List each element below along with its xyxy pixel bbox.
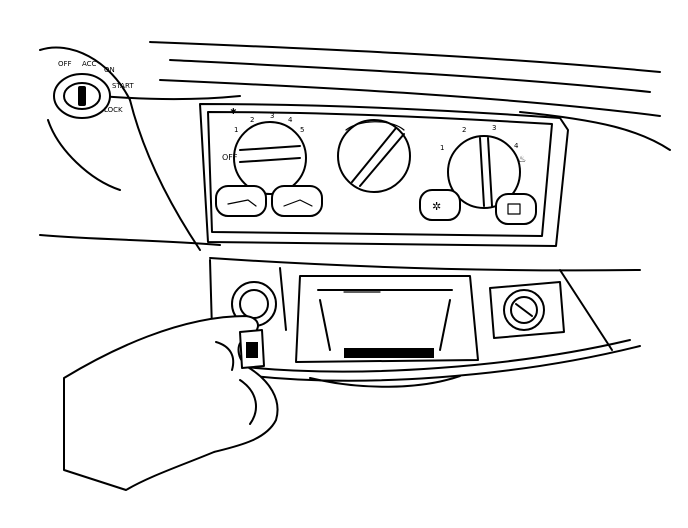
ignition-area: OFF ACC ON START LOCK: [39, 46, 221, 251]
ac-snowflake-icon: ✲: [432, 200, 441, 213]
fan-speed-2: 2: [250, 116, 254, 124]
ignition-label-on: ON: [104, 66, 115, 74]
fan-speed-3: 3: [270, 112, 274, 120]
fan-off-label: OFF: [222, 153, 238, 162]
lower-console: [209, 257, 641, 388]
push-buttons: ✲: [215, 185, 537, 225]
fan-speed-1: 1: [234, 126, 238, 134]
mode-label-1: 1: [440, 144, 444, 152]
hand: [63, 315, 279, 491]
fan-speed-knob[interactable]: ✱ OFF 1 2 3 4 5: [222, 107, 307, 195]
climate-control-panel: ✱ OFF 1 2 3 4 5 1 2 3 4 ♨: [199, 103, 569, 247]
key-slot-icon: [78, 86, 86, 106]
mode-label-3: 3: [492, 124, 496, 132]
fob-button-icon: [246, 342, 258, 358]
power-outlet: [489, 281, 565, 339]
dashboard-upper-trim: [99, 41, 671, 151]
mode-label-4: 4: [514, 142, 519, 150]
fan-speed-5: 5: [300, 126, 304, 134]
cigarette-lighter[interactable]: [231, 281, 277, 327]
defrost-icon: ♨: [518, 155, 526, 165]
fan-icon: ✱: [230, 107, 237, 116]
ignition-label-lock: LOCK: [104, 106, 123, 114]
ac-button[interactable]: [419, 189, 461, 221]
ignition-label-off: OFF: [58, 60, 72, 68]
fan-speed-4: 4: [288, 116, 293, 124]
temperature-knob[interactable]: [337, 119, 411, 193]
rear-defrost-button[interactable]: [495, 193, 537, 225]
mode-knob[interactable]: 1 2 3 4 ♨: [440, 124, 526, 209]
ashtray-teeth: [344, 348, 434, 358]
ignition-label-acc: ACC: [82, 60, 97, 68]
ignition-label-start: START: [112, 82, 134, 90]
mode-label-2: 2: [462, 126, 466, 134]
ashtray[interactable]: [295, 275, 479, 388]
